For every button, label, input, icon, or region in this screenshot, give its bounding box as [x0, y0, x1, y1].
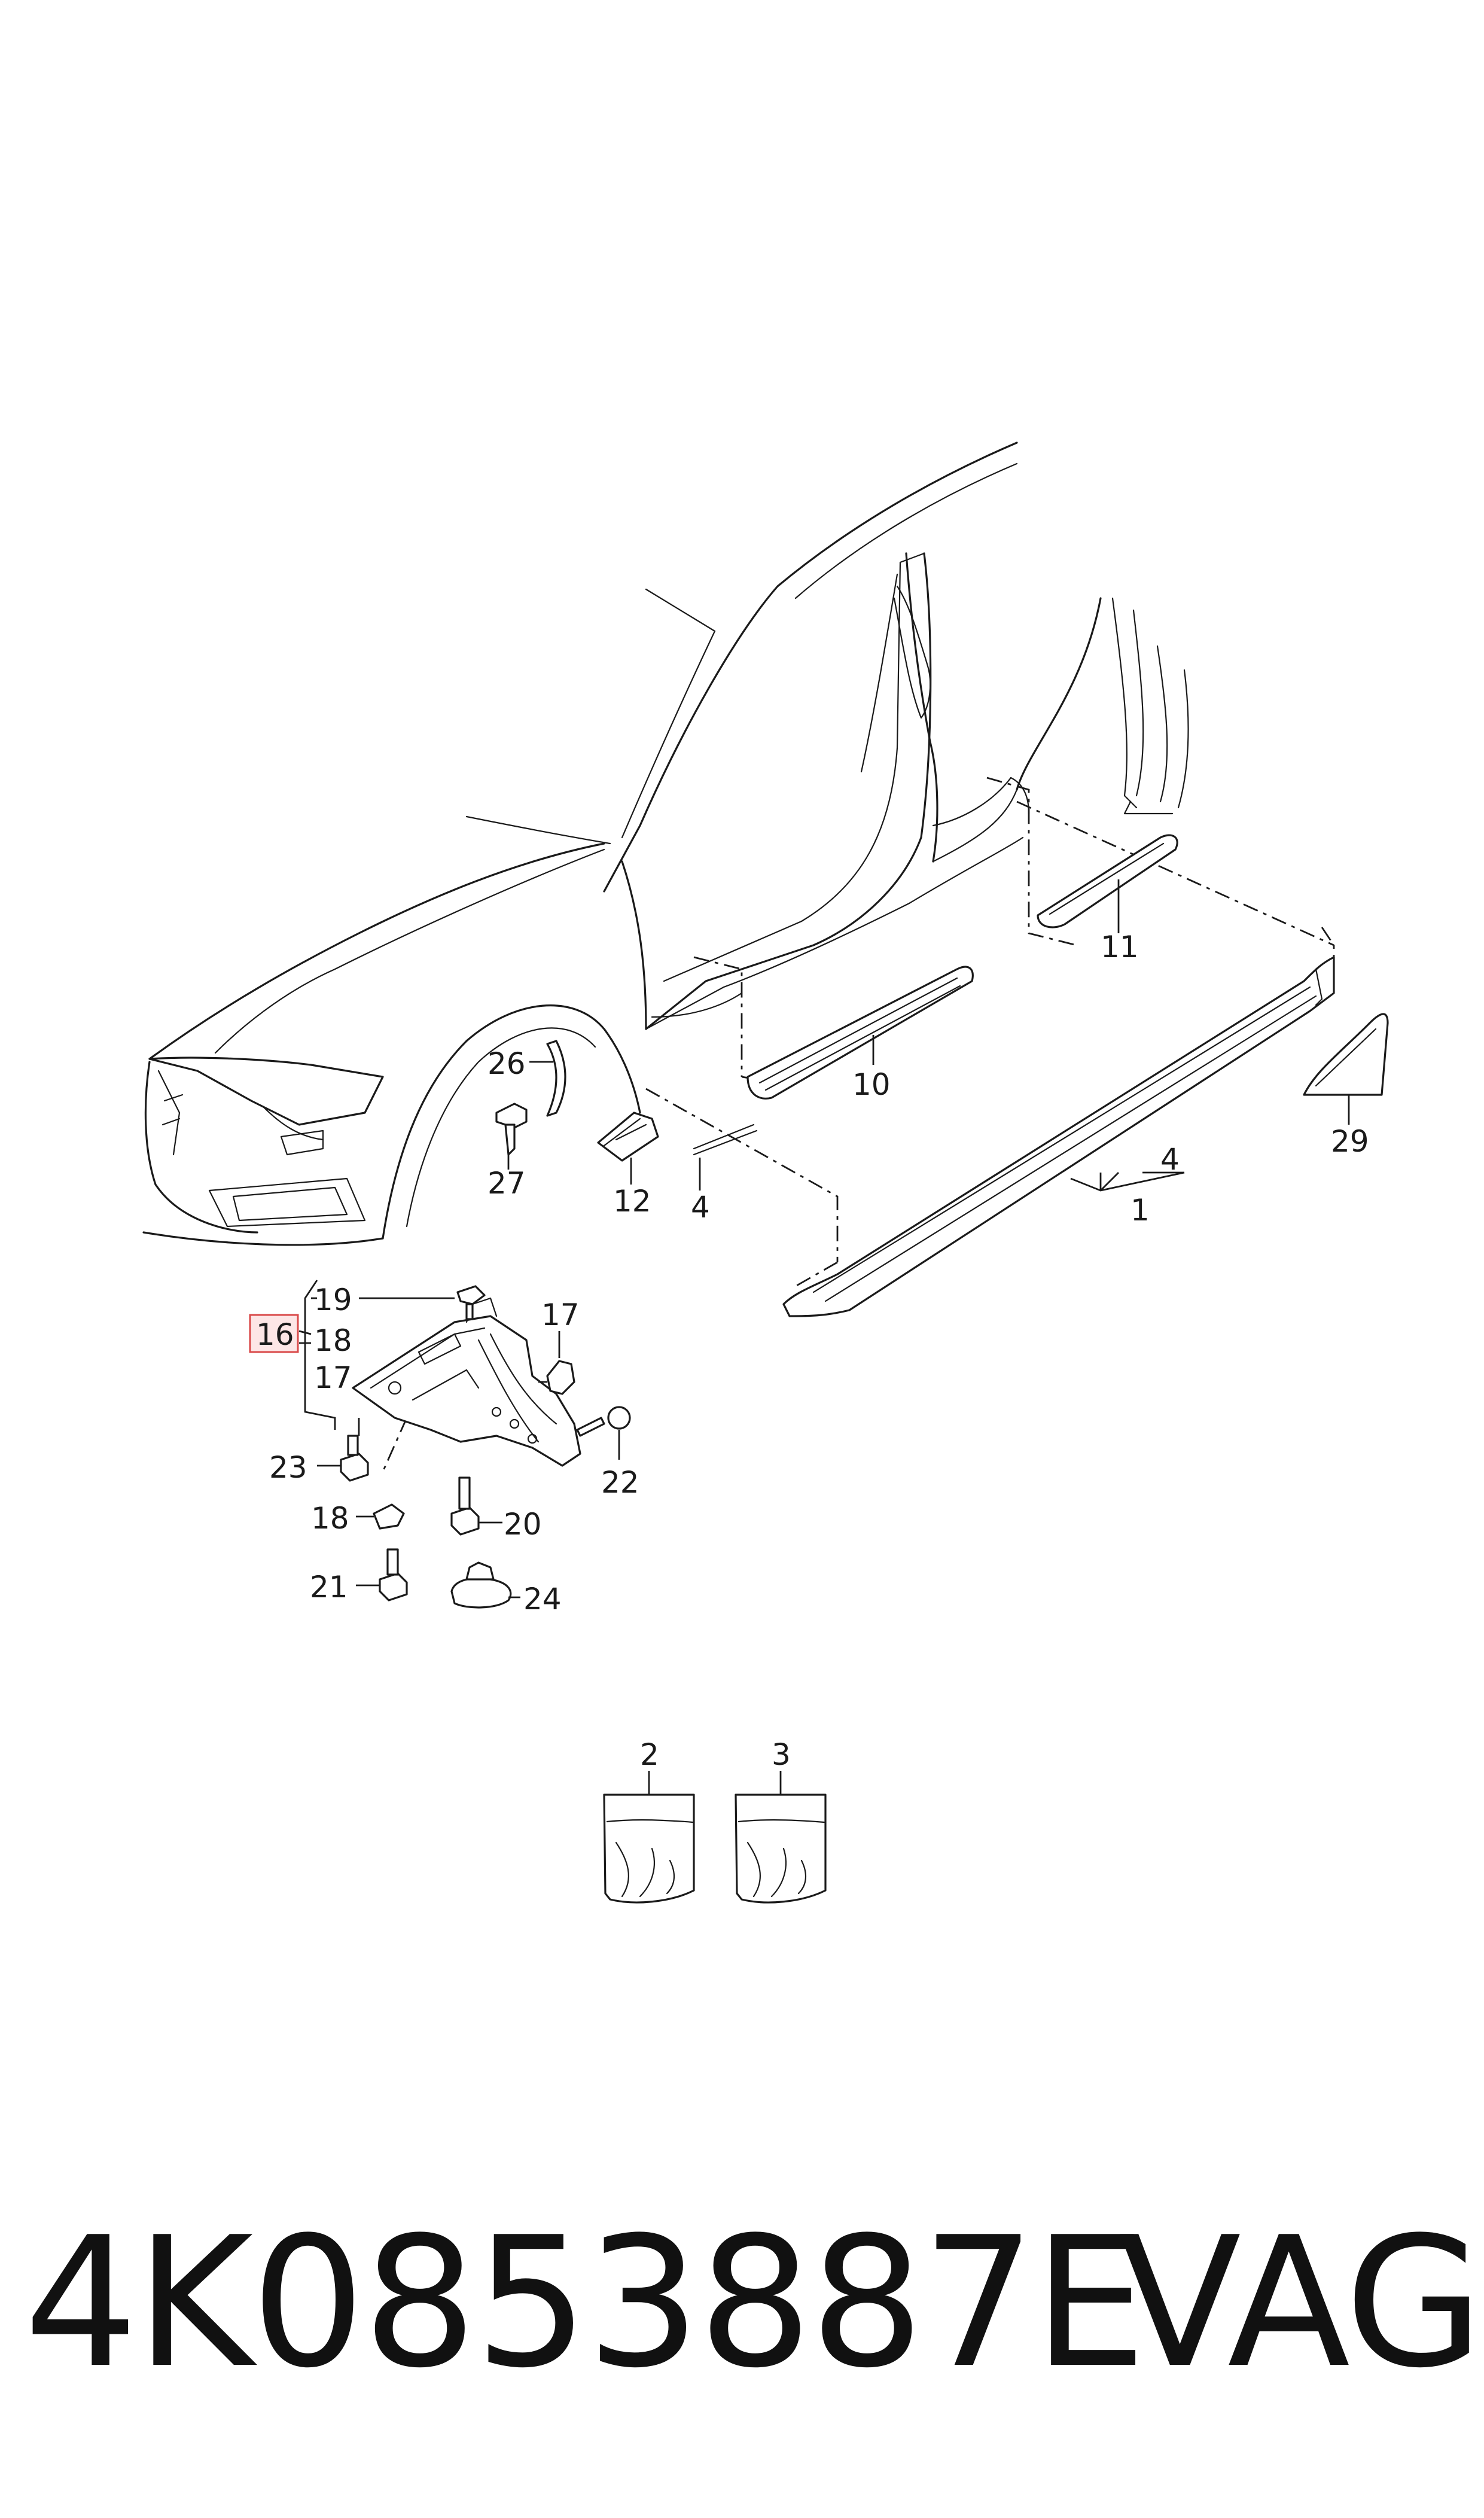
fastener-17-nut	[538, 1331, 575, 1395]
fastener-19-clip	[456, 1285, 486, 1320]
callout-4-left: 4	[691, 1190, 710, 1225]
callout-17-right: 17	[541, 1298, 580, 1332]
part-number: 4K0853887E	[24, 2199, 1147, 2407]
car-body-outline	[142, 442, 1189, 1246]
part-12-mounting-bracket	[597, 1112, 659, 1185]
callout-4-right: 4	[1160, 1142, 1180, 1177]
callout-29: 29	[1331, 1124, 1369, 1159]
callout-19: 19	[314, 1283, 352, 1317]
part-4-retaining-rod	[693, 1123, 758, 1191]
callout-22: 22	[601, 1465, 639, 1500]
fastener-23-bolt	[317, 1435, 369, 1482]
callout-23: 23	[269, 1450, 307, 1485]
part-16-bracket-assembly	[298, 1280, 581, 1467]
part-3-fastener-kit-bag	[735, 1771, 827, 1904]
callout-12: 12	[613, 1184, 651, 1219]
part-1-side-sill-panel	[782, 956, 1335, 1317]
callout-24: 24	[523, 1582, 562, 1616]
callout-2: 2	[640, 1737, 659, 1772]
callout-1: 1	[1130, 1193, 1150, 1228]
callout-labels: 16 19 18 17 17 22 23 18 20 21 24 26 27 1…	[249, 930, 1369, 1772]
part-26-trim-strip	[529, 1040, 566, 1117]
callout-17-left: 17	[314, 1360, 352, 1395]
fastener-20-bolt	[450, 1476, 502, 1536]
callout-21: 21	[310, 1570, 348, 1604]
fastener-18-clip-nut	[356, 1503, 405, 1530]
callout-10: 10	[852, 1067, 891, 1102]
fastener-24-cap-nut	[450, 1561, 520, 1609]
part-2-fastener-kit-bag	[603, 1771, 695, 1904]
callout-18-bottom: 18	[311, 1501, 349, 1536]
callout-20: 20	[504, 1507, 542, 1542]
fastener-22-screw	[576, 1406, 631, 1460]
callout-26: 26	[487, 1046, 526, 1081]
part-27-expanding-clip	[495, 1103, 528, 1170]
part-11-rear-sill-plate	[1037, 834, 1178, 933]
highlight-box-16	[249, 1314, 299, 1353]
part-10-front-sill-plate	[746, 966, 974, 1100]
callout-27: 27	[487, 1166, 526, 1201]
callout-11: 11	[1101, 930, 1139, 964]
callout-18-top: 18	[314, 1323, 352, 1358]
callout-3: 3	[772, 1737, 791, 1772]
part-29-rear-trim-flap	[1303, 1013, 1389, 1125]
brand-name: VAG	[1119, 2199, 1483, 2407]
fastener-21-screw	[356, 1548, 408, 1601]
callout-16: 16	[256, 1317, 294, 1352]
